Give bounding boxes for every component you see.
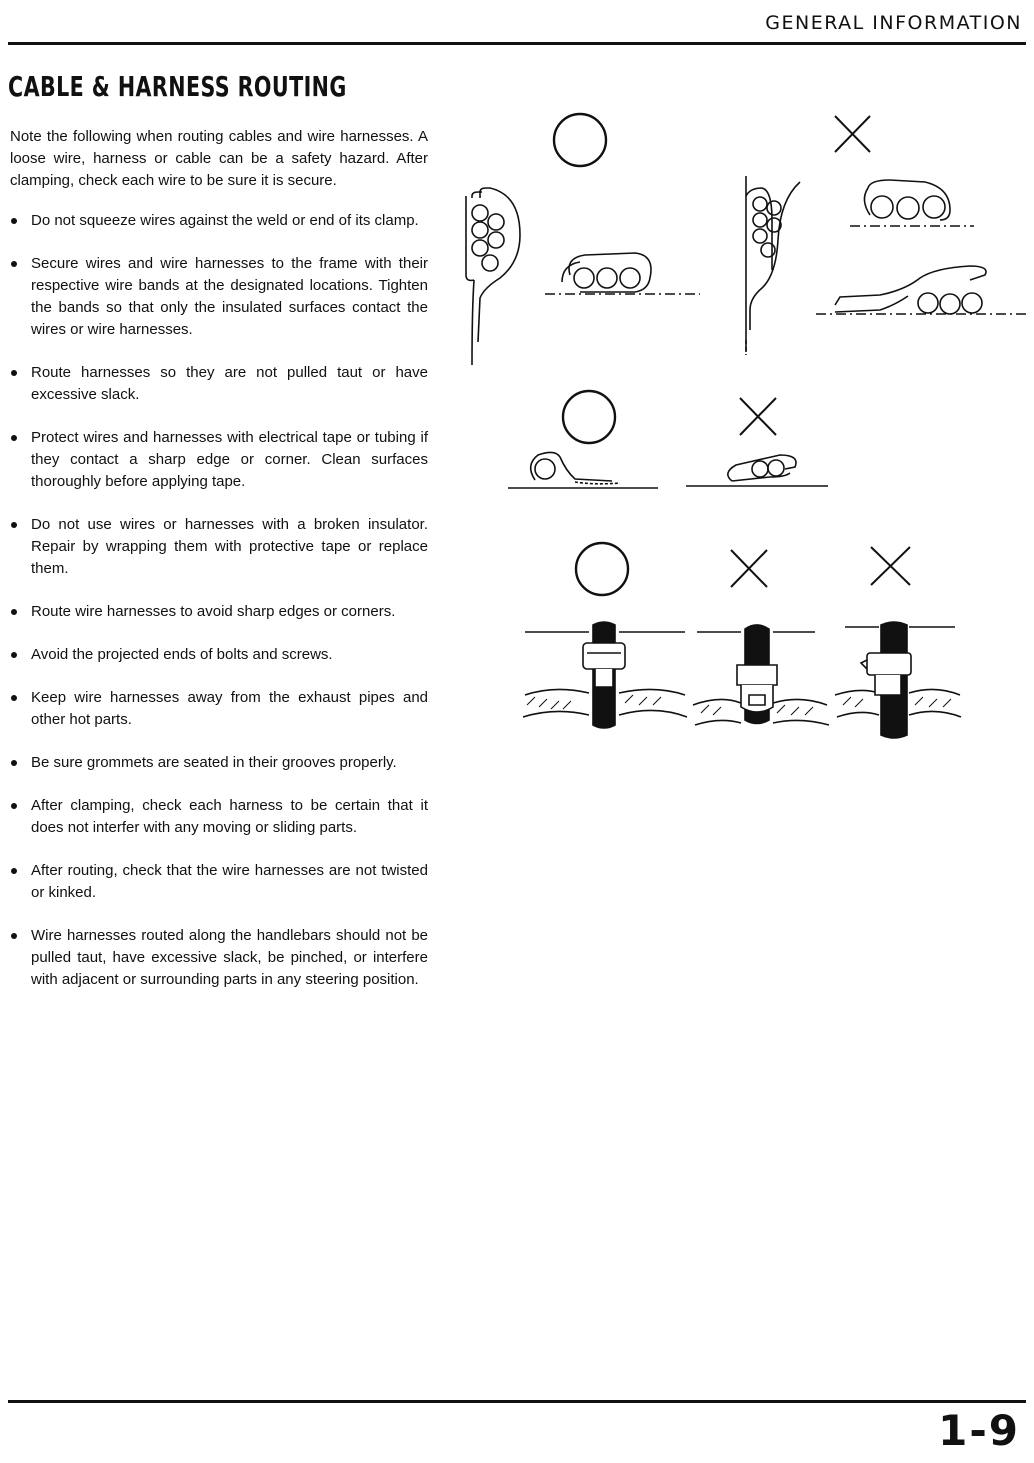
list-item: Be sure grommets are seated in their gro… [10, 752, 428, 774]
correct-vertical-clamp [466, 188, 520, 365]
bullet-icon [11, 261, 17, 267]
incorrect-top-clamp [850, 180, 974, 226]
list-item: Wire harnesses routed along the handleba… [10, 925, 428, 991]
correct-circle-icon [554, 114, 606, 166]
incorrect-vertical-clamp [746, 176, 800, 355]
bullet-icon [11, 933, 17, 939]
correct-horizontal-clamp [545, 253, 700, 294]
intro-paragraph: Note the following when routing cables a… [10, 128, 428, 189]
bullet-icon [11, 370, 17, 376]
incorrect-flat-clamp [816, 266, 1028, 314]
page-number: 1-9 [938, 1406, 1020, 1455]
section-header: GENERAL INFORMATION [765, 12, 1022, 34]
bullet-icon [11, 435, 17, 441]
harness-slack-figure [500, 385, 840, 500]
top-rule [8, 42, 1026, 45]
wire-band-figure [515, 535, 965, 745]
correct-wire-band [523, 622, 687, 728]
page-title: CABLE & HARNESS ROUTING [8, 70, 347, 103]
bullet-icon [11, 868, 17, 874]
clamp-wires-figure [450, 100, 1030, 380]
list-item: Route harnesses so they are not pulled t… [10, 362, 428, 406]
bullet-icon [11, 760, 17, 766]
list-item: Route wire harnesses to avoid sharp edge… [10, 601, 428, 623]
incorrect-cross-icon [871, 547, 910, 585]
list-item: Protect wires and harnesses with electri… [10, 427, 428, 493]
bottom-rule [8, 1400, 1026, 1403]
incorrect-wire-band-1 [693, 625, 829, 725]
correct-circle-icon [576, 543, 628, 595]
list-item: Keep wire harnesses away from the exhaus… [10, 687, 428, 731]
list-item: After clamping, check each harness to be… [10, 795, 428, 839]
bullet-icon [11, 522, 17, 528]
bullet-icon [11, 803, 17, 809]
list-item: Secure wires and wire harnesses to the f… [10, 253, 428, 341]
bullet-icon [11, 218, 17, 224]
list-item: Do not use wires or harnesses with a bro… [10, 514, 428, 580]
list-item: Do not squeeze wires against the weld or… [10, 210, 428, 232]
bullet-icon [11, 695, 17, 701]
incorrect-cross-icon [835, 116, 870, 152]
correct-slack-clamp [508, 452, 658, 488]
list-item: After routing, check that the wire harne… [10, 860, 428, 904]
correct-circle-icon [563, 391, 615, 443]
list-item: Avoid the projected ends of bolts and sc… [10, 644, 428, 666]
bullet-icon [11, 652, 17, 658]
routing-notes-list: Do not squeeze wires against the weld or… [10, 210, 428, 991]
instruction-text: Note the following when routing cables a… [10, 126, 428, 1012]
incorrect-wire-band-2 [835, 622, 961, 738]
incorrect-cross-icon [740, 398, 776, 435]
bullet-icon [11, 609, 17, 615]
incorrect-cross-icon [731, 550, 767, 587]
incorrect-taut-clamp [686, 455, 828, 486]
